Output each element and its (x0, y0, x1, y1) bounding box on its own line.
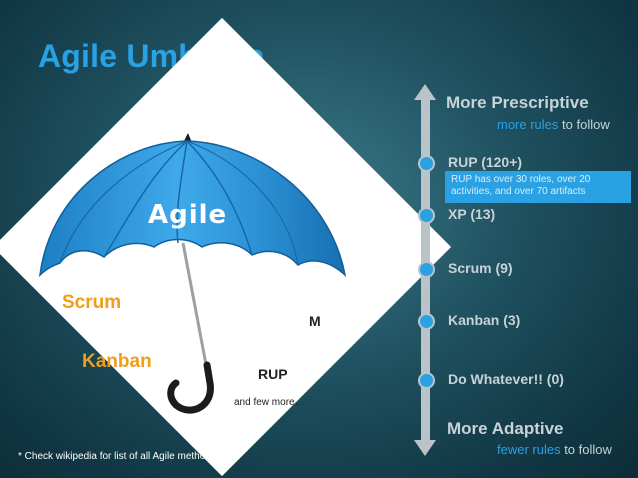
label-scrum: Scrum (62, 292, 122, 313)
label-kanban: Kanban (82, 351, 152, 372)
scale-dot (418, 261, 435, 278)
scale-item-kanban: Kanban (3) (448, 312, 521, 328)
arrow-down-icon (414, 440, 436, 456)
scale-top-heading: More Prescriptive (446, 93, 589, 112)
scale-bottom-heading: More Adaptive (447, 419, 564, 438)
label-few-more: and few more… (234, 397, 305, 408)
scale-bottom-subtitle: fewer rules to follow (497, 442, 612, 457)
scale-dot (418, 313, 435, 330)
top-sub-highlight: more rules (497, 117, 559, 132)
scale-item-scrum: Scrum (9) (448, 260, 513, 276)
footnote: * Check wikipedia for list of all Agile … (18, 451, 216, 462)
scale-item-do-whatever: Do Whatever!! (0) (448, 371, 564, 387)
scale-dot (418, 207, 435, 224)
top-sub-rest: to follow (558, 117, 610, 132)
scale-dot (418, 372, 435, 389)
bottom-sub-highlight: fewer rules (497, 442, 561, 457)
bottom-sub-rest: to follow (560, 442, 612, 457)
scale-item-xp: XP (13) (448, 206, 496, 222)
label-partial-m: M (309, 313, 321, 329)
umbrella-icon (38, 133, 347, 414)
rup-tooltip: RUP has over 30 roles, over 20 activitie… (445, 171, 631, 203)
scale-top-subtitle: more rules to follow (497, 117, 610, 132)
canopy-label: Agile (148, 200, 228, 230)
scale-item-rup: RUP (120+) (448, 154, 523, 170)
label-rup: RUP (258, 366, 288, 382)
arrow-up-icon (414, 84, 436, 100)
scale-dot (418, 155, 435, 172)
